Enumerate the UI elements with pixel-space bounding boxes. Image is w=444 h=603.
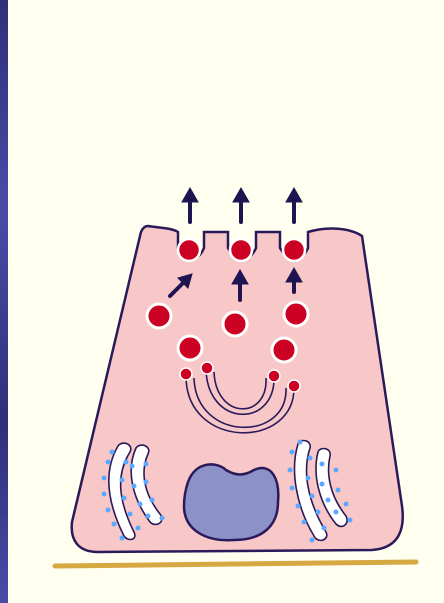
- vesicle: [178, 239, 200, 261]
- arrow-up-icon: [233, 188, 249, 222]
- granule: [147, 304, 171, 328]
- exocytosis-arrows: [182, 188, 302, 222]
- vesicle: [230, 239, 252, 261]
- granule: [284, 302, 308, 326]
- granule: [272, 338, 296, 362]
- vesicle: [268, 370, 280, 382]
- apical-vesicles: [178, 239, 305, 261]
- granule: [178, 336, 202, 360]
- arrow-up-icon: [182, 188, 198, 222]
- arrow-up-icon: [286, 188, 302, 222]
- vesicle: [288, 380, 300, 392]
- vesicle: [283, 239, 305, 261]
- vesicle: [201, 362, 213, 374]
- vesicle: [180, 368, 192, 380]
- basement-membrane: [55, 562, 416, 566]
- nucleus: [184, 464, 278, 540]
- granule: [223, 312, 247, 336]
